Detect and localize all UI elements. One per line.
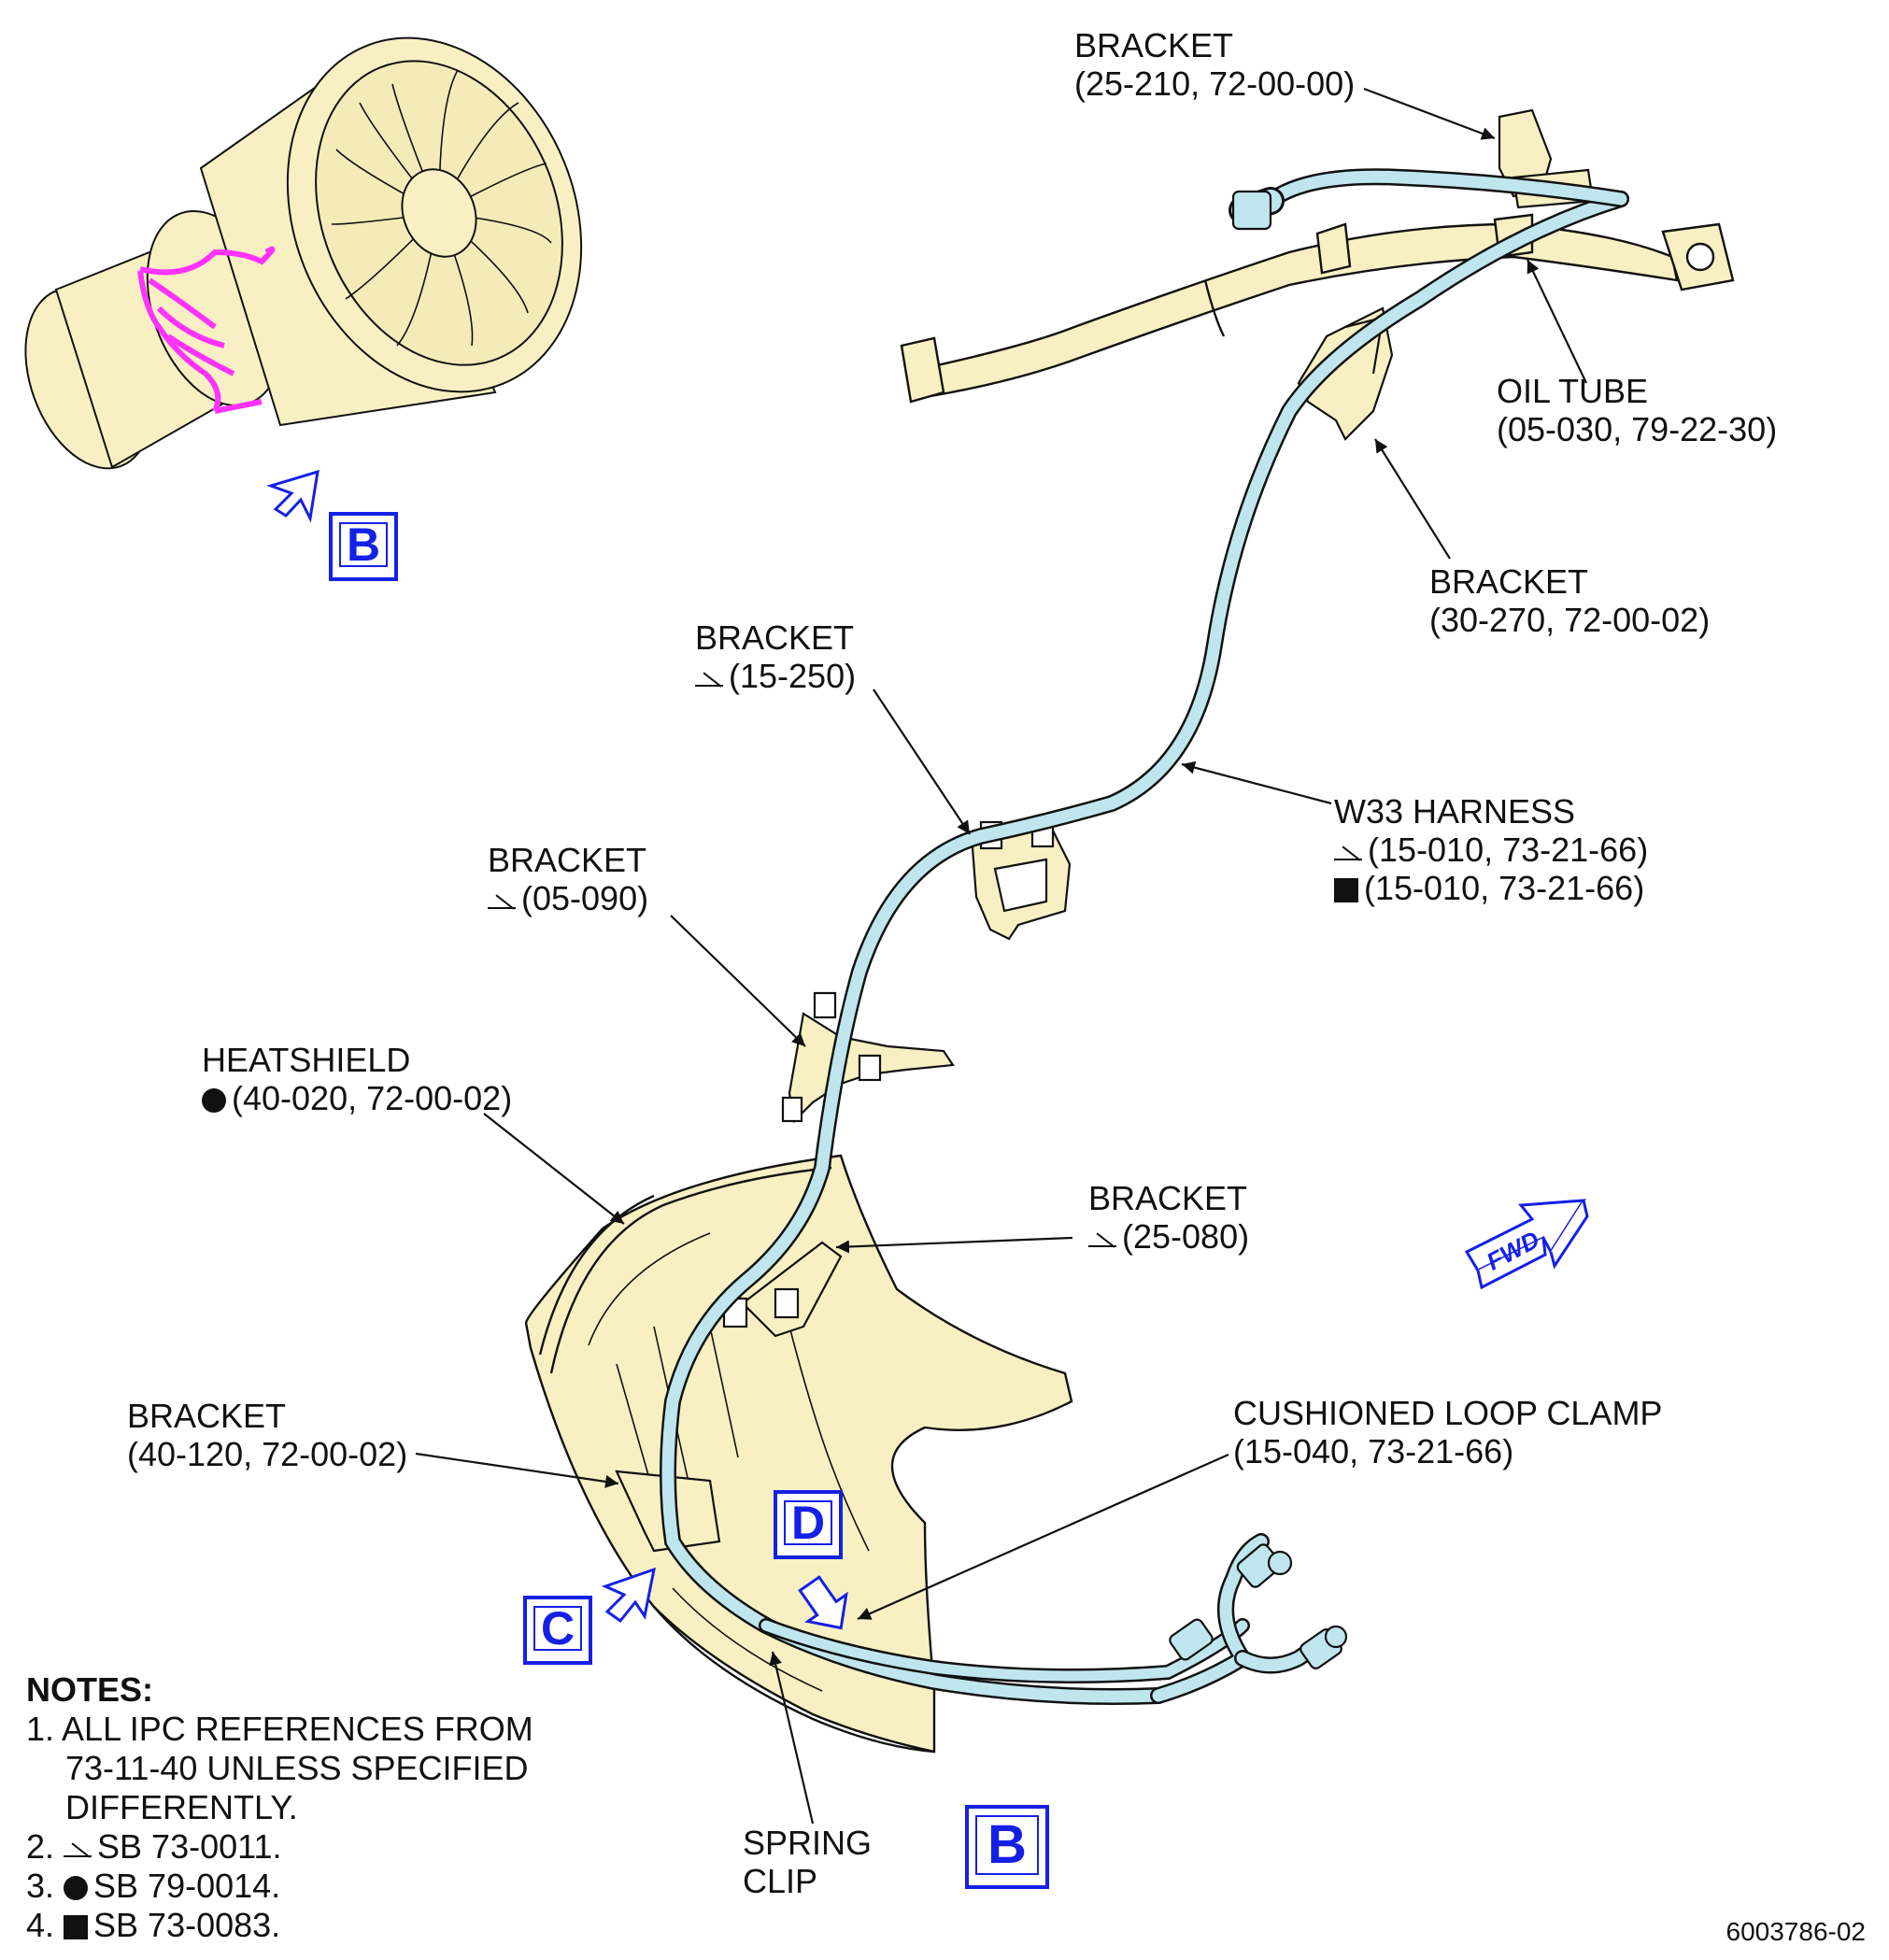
view-arrow-icon <box>601 1567 848 1630</box>
callout-spring-clip: SPRING CLIP <box>743 1824 873 1900</box>
bracket-05-090-shape <box>781 991 955 1124</box>
callout-cushioned-loop-clamp: CUSHIONED LOOP CLAMP (15-040, 73-21-66) <box>1233 1394 1663 1470</box>
square-symbol-icon <box>64 1915 89 1940</box>
triangle-symbol-icon <box>695 668 723 689</box>
callout-bracket-30-270: BRACKET (30-270, 72-00-02) <box>1429 562 1711 639</box>
view-label-b-bottom[interactable]: B <box>965 1805 1049 1889</box>
callout-bracket-25-210: BRACKET (25-210, 72-00-00) <box>1074 26 1356 103</box>
callout-w33-harness: W33 HARNESS (15-010, 73-21-66) (15-010, … <box>1334 792 1649 907</box>
engine-locator-view <box>24 36 583 470</box>
harness-highlight <box>137 246 276 414</box>
callout-bracket-05-090: BRACKET (05-090) <box>488 841 649 917</box>
triangle-symbol-icon <box>64 1839 92 1859</box>
bracket-15-250-shape <box>970 818 1072 941</box>
callout-oil-tube: OIL TUBE (05-030, 79-22-30) <box>1497 372 1778 448</box>
triangle-symbol-icon <box>488 890 516 911</box>
bracket-25-080-shape <box>722 1241 843 1338</box>
callout-bracket-25-080: BRACKET (25-080) <box>1088 1179 1250 1256</box>
triangle-symbol-icon <box>1088 1229 1116 1249</box>
drawing-number: 6003786-02 <box>1726 1917 1866 1946</box>
callout-bracket-40-120: BRACKET (40-120, 72-00-02) <box>127 1397 408 1473</box>
view-label-b-top[interactable]: B <box>329 512 398 581</box>
harness-connectors <box>1169 190 1348 1669</box>
circle-symbol-icon <box>202 1088 226 1114</box>
callout-heatshield: HEATSHIELD (40-020, 72-00-02) <box>202 1041 513 1117</box>
triangle-symbol-icon <box>1334 842 1362 862</box>
view-label-d[interactable]: D <box>774 1490 843 1559</box>
callout-bracket-15-250: BRACKET (15-250) <box>695 618 857 695</box>
circle-symbol-icon <box>64 1876 89 1901</box>
view-arrow-icon <box>266 469 320 523</box>
fwd-arrow-icon: FWD <box>1464 1199 1589 1290</box>
heatshield-shape <box>524 1154 1073 1754</box>
leader-lines <box>415 87 1587 1825</box>
square-symbol-icon <box>1334 878 1358 903</box>
oil-tube-shape <box>900 213 1735 404</box>
view-label-c[interactable]: C <box>523 1596 592 1665</box>
notes-block: NOTES: 1. ALL IPC REFERENCES FROM 73-11-… <box>26 1670 533 1944</box>
